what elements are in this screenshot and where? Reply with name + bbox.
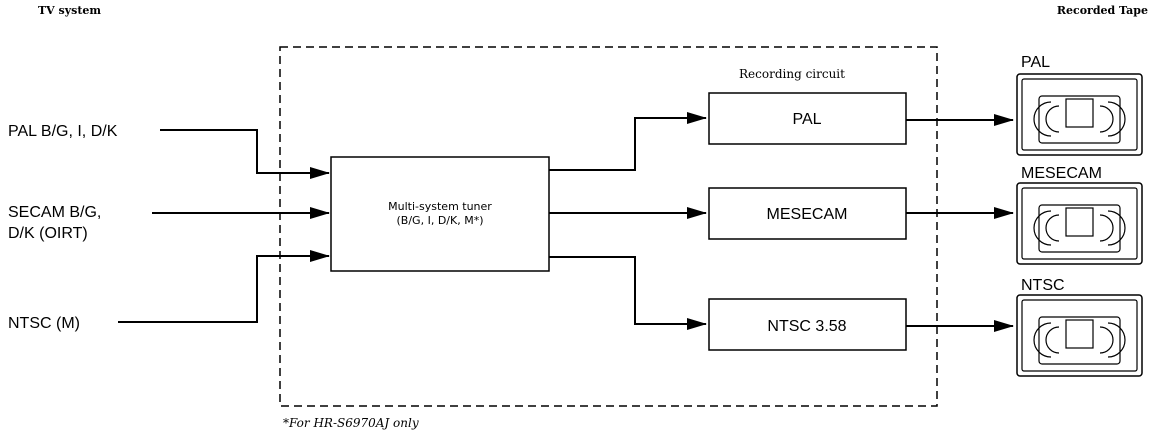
tape-mesecam-label: MESECAM — [1021, 165, 1102, 182]
tuner-label-line1: Multi-system tuner — [388, 200, 492, 213]
recording-box-pal — [708, 92, 907, 145]
tuner-label-line2: (B/G, I, D/K, M*) — [397, 214, 484, 227]
input-pal-arrow — [160, 129, 330, 179]
input-secam-label-line2: D/K (OIRT) — [8, 225, 88, 242]
input-ntsc-label: NTSC (M) — [8, 315, 80, 332]
vhs-tape-icon-pal — [1016, 73, 1143, 156]
recording-box-ntsc-label: NTSC 3.58 — [767, 318, 846, 335]
input-pal-label: PAL B/G, I, D/K — [8, 123, 118, 140]
tuner-to-pal-arrow — [549, 112, 707, 171]
recording-box-mesecam-label: MESECAM — [767, 206, 848, 223]
tape-ntsc-label: NTSC — [1021, 277, 1065, 294]
recording-circuit-label: Recording circuit — [739, 67, 845, 81]
tv-system-header: TV system — [38, 4, 101, 17]
recording-box-ntsc — [708, 298, 907, 351]
footnote: *For HR-S6970AJ only — [283, 416, 419, 430]
vhs-tape-icon-ntsc — [1016, 294, 1143, 377]
multi-system-tuner-box — [330, 156, 550, 272]
input-secam-label-line1: SECAM B/G, — [8, 204, 101, 221]
recording-circuit-boundary — [279, 46, 938, 407]
recording-box-pal-label: PAL — [792, 111, 821, 128]
input-ntsc-arrow — [118, 250, 330, 323]
recording-box-mesecam — [708, 187, 907, 240]
vhs-tape-icon-mesecam — [1016, 182, 1143, 265]
recorded-tape-header: Recorded Tape — [1057, 4, 1148, 17]
tape-pal-label: PAL — [1021, 54, 1050, 71]
tuner-to-ntsc-arrow — [549, 256, 707, 330]
